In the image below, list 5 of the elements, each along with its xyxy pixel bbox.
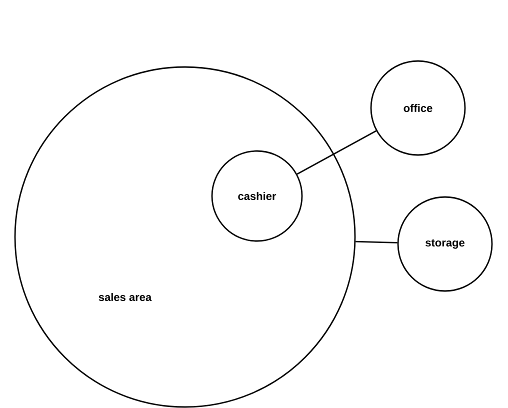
connector-line (356, 240, 398, 244)
circle-node: cashier (211, 150, 303, 242)
circle-node: office (370, 60, 466, 156)
circle-node: storage (397, 196, 493, 292)
connector-line (296, 130, 376, 175)
